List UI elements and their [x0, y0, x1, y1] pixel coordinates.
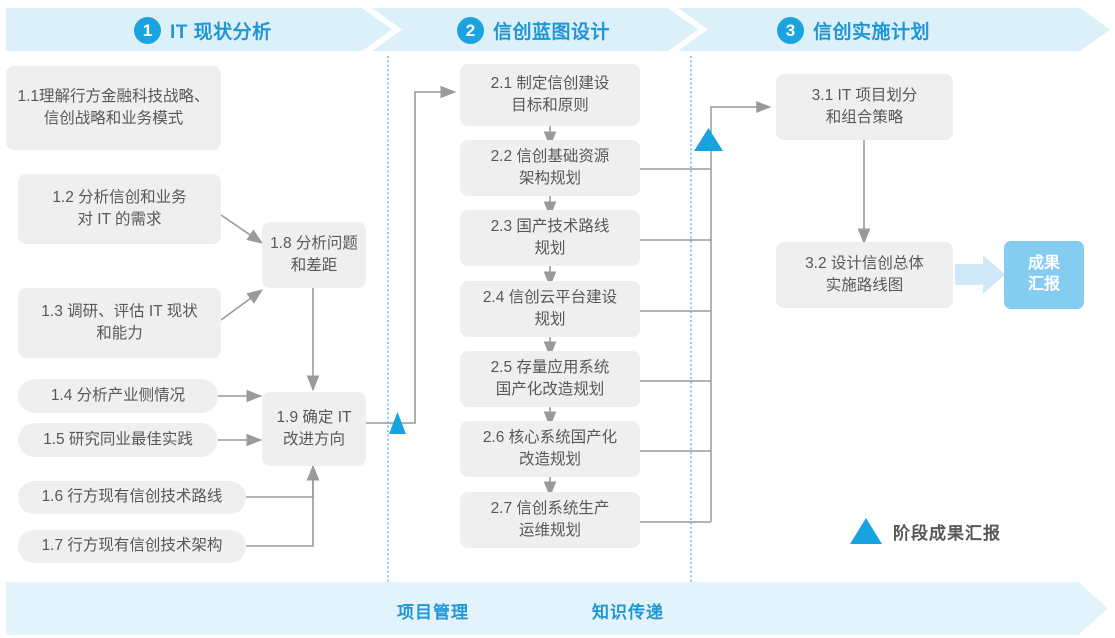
process-box-1-2[interactable]: 1.2 分析信创和业务对 IT 的需求	[18, 174, 221, 244]
footer-band	[6, 582, 1108, 635]
phase-header-3[interactable]: 3 信创实施计划	[777, 13, 930, 47]
connector-phase2-bus-to-3-1	[710, 101, 772, 522]
process-box-2-1[interactable]: 2.1 制定信创建设目标和原则	[460, 64, 640, 126]
phase-number-badge-3: 3	[777, 16, 804, 44]
process-box-1-5[interactable]: 1.5 研究同业最佳实践	[18, 423, 218, 457]
process-box-2-4[interactable]: 2.4 信创云平台建设规划	[460, 281, 640, 337]
process-box-1-4[interactable]: 1.4 分析产业侧情况	[18, 379, 218, 413]
connector-3-2-to-result	[955, 255, 1005, 294]
process-box-2-7[interactable]: 2.7 信创系统生产运维规划	[460, 492, 640, 548]
connector-1-9-to-2-1	[366, 85, 457, 424]
milestone-triangle-phase1	[389, 412, 406, 434]
process-box-2-2[interactable]: 2.2 信创基础资源架构规划	[460, 140, 640, 196]
process-box-1-3[interactable]: 1.3 调研、评估 IT 现状和能力	[18, 288, 221, 358]
connector-1-6-to-1-9	[246, 464, 320, 498]
legend-milestone: 阶段成果汇报	[850, 518, 1001, 544]
triangle-up-icon	[850, 518, 882, 544]
connector-1-3-to-1-8	[220, 289, 264, 321]
process-box-3-1[interactable]: 3.1 IT 项目划分和组合策略	[776, 74, 953, 140]
phase-header-1[interactable]: 1 IT 现状分析	[134, 13, 272, 47]
milestone-triangle-phase2	[694, 128, 723, 151]
process-box-3-2[interactable]: 3.2 设计信创总体实施路线图	[776, 242, 953, 308]
phase-header-2[interactable]: 2 信创蓝图设计	[457, 13, 610, 47]
phase-title-2: 信创蓝图设计	[493, 21, 611, 43]
phase-number-badge-1: 1	[134, 16, 161, 44]
footer-label-project-management[interactable]: 项目管理	[397, 603, 469, 622]
legend-label: 阶段成果汇报	[893, 523, 1001, 543]
process-box-1-8[interactable]: 1.8 分析问题和差距	[262, 222, 366, 288]
process-box-2-6[interactable]: 2.6 核心系统国产化改造规划	[460, 421, 640, 477]
result-report-box[interactable]: 成果汇报	[1004, 241, 1084, 309]
process-box-2-3[interactable]: 2.3 国产技术路线规划	[460, 210, 640, 266]
process-box-1-7[interactable]: 1.7 行方现有信创技术架构	[18, 530, 246, 563]
process-box-1-6[interactable]: 1.6 行方现有信创技术路线	[18, 481, 246, 514]
footer-label-knowledge-transfer[interactable]: 知识传递	[592, 603, 664, 622]
phase-number-badge-2: 2	[457, 16, 484, 44]
connector-1-7-to-1-9	[246, 464, 320, 547]
process-box-1-1[interactable]: 1.1理解行方金融科技战略、信创战略和业务模式	[6, 66, 221, 150]
process-box-2-5[interactable]: 2.5 存量应用系统国产化改造规划	[460, 351, 640, 407]
phase-title-3: 信创实施计划	[813, 21, 931, 43]
connector-1-2-to-1-8	[220, 214, 264, 244]
phase-title-1: IT 现状分析	[170, 21, 272, 43]
